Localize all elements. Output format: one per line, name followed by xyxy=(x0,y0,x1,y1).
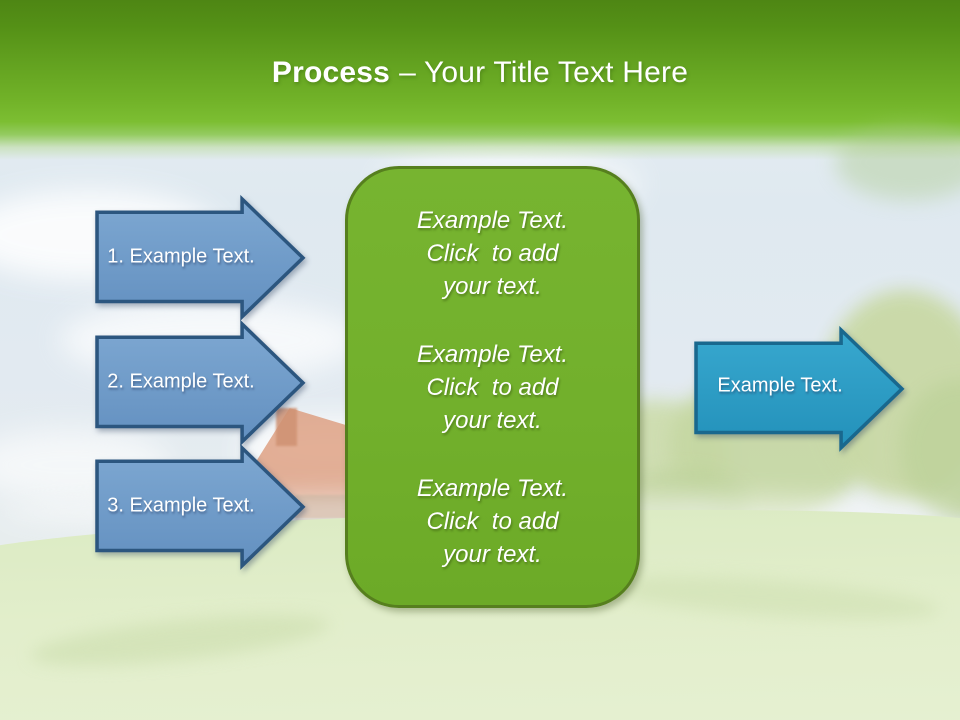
process-step-1-arrow[interactable]: 1. Example Text. xyxy=(95,194,306,321)
text-line: Click to add xyxy=(426,373,559,401)
text-line: Click to add xyxy=(426,507,559,535)
text-line: Example Text. xyxy=(416,206,569,234)
process-step-2-arrow[interactable]: 2. Example Text. xyxy=(95,319,306,446)
title-bold-text: Process xyxy=(271,56,391,89)
process-output-arrow[interactable]: Example Text. xyxy=(694,325,905,452)
arrow-right-icon xyxy=(95,194,306,321)
text-line: Example Text. xyxy=(416,340,569,368)
process-step-3-label: 3. Example Text. xyxy=(107,494,255,517)
text-line: Example Text. xyxy=(416,474,569,502)
arrow-right-icon xyxy=(95,443,306,570)
process-content-box[interactable]: Example Text. Click to add your text. Ex… xyxy=(345,166,640,608)
process-output-label: Example Text. xyxy=(717,374,843,397)
house-chimney xyxy=(276,408,297,446)
header-band xyxy=(0,0,960,160)
content-paragraph-3: Example Text. Click to add your text. xyxy=(417,472,568,571)
process-step-1-label: 1. Example Text. xyxy=(107,245,255,268)
slide-title: Process– Your Title Text Here xyxy=(0,56,960,90)
content-paragraph-1: Example Text. Click to add your text. xyxy=(417,204,568,303)
process-step-3-arrow[interactable]: 3. Example Text. xyxy=(95,443,306,570)
text-line: your text. xyxy=(443,540,542,568)
leaf-silhouette xyxy=(835,125,960,200)
content-paragraph-2: Example Text. Click to add your text. xyxy=(417,338,568,437)
process-step-2-label: 2. Example Text. xyxy=(107,370,255,393)
text-line: your text. xyxy=(443,406,542,434)
text-line: your text. xyxy=(443,272,542,300)
arrow-right-icon xyxy=(95,319,306,446)
arrow-right-icon xyxy=(694,325,905,452)
title-regular-text: – Your Title Text Here xyxy=(399,56,689,89)
text-line: Click to add xyxy=(426,239,559,267)
